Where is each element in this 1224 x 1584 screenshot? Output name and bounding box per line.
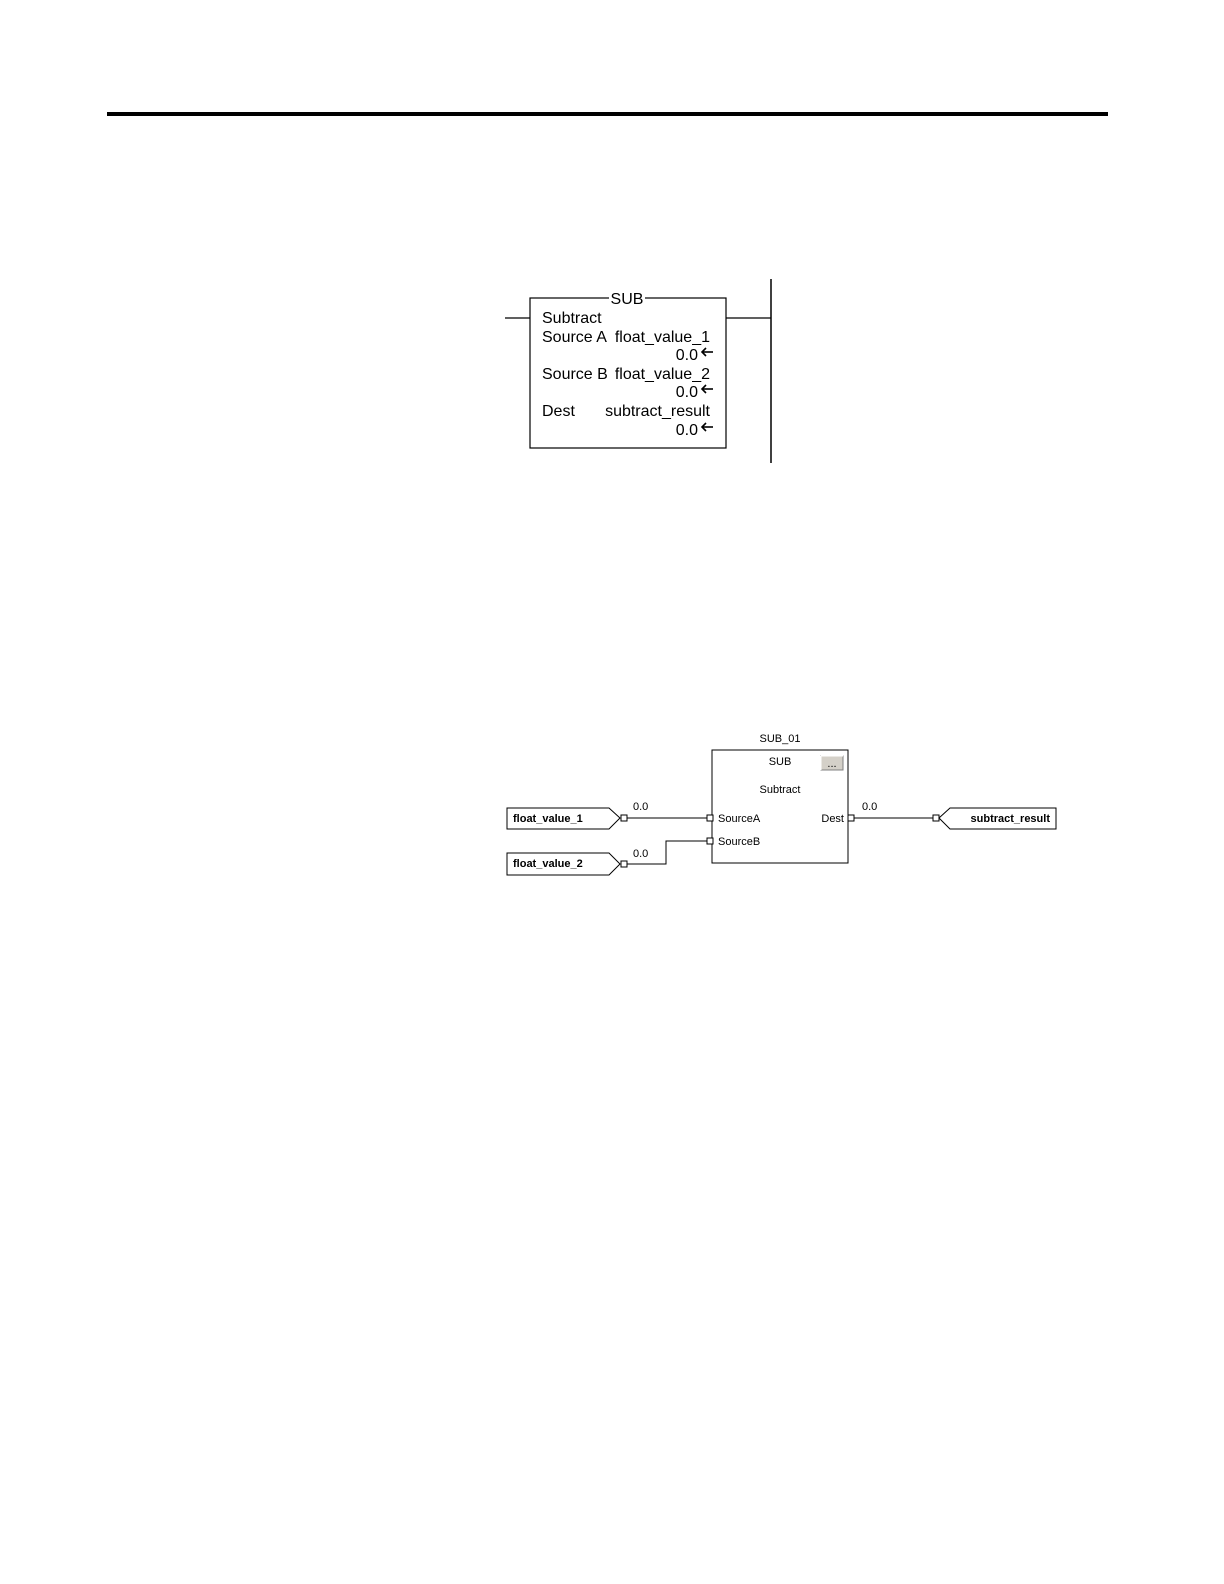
- ladder-source-b-tag[interactable]: float_value_2: [615, 366, 710, 383]
- output-reference-connector[interactable]: [933, 815, 939, 821]
- output-reference[interactable]: subtract_result: [933, 808, 1056, 829]
- ladder-description: Subtract: [542, 310, 602, 327]
- fbd-sub-block[interactable]: SUB ... Subtract SourceA SourceB Dest: [707, 750, 854, 863]
- wire-output-value: 0.0: [862, 801, 877, 813]
- pin-source-b-label: SourceB: [718, 836, 760, 848]
- pin-dest-connector[interactable]: [848, 815, 854, 821]
- input-reference-1[interactable]: float_value_1: [507, 808, 627, 829]
- pin-source-a-connector[interactable]: [707, 815, 713, 821]
- ladder-sub-block[interactable]: SUB Subtract Source A float_value_1 0.0 …: [530, 290, 726, 448]
- fbd-description: Subtract: [760, 784, 801, 796]
- properties-button-label: ...: [827, 758, 836, 770]
- wire-2-value: 0.0: [633, 848, 648, 860]
- ladder-source-b-label: Source B: [542, 366, 608, 383]
- input-reference-2-tag: float_value_2: [513, 858, 583, 870]
- fbd-mnemonic: SUB: [769, 756, 792, 768]
- input-reference-2[interactable]: float_value_2: [507, 853, 627, 875]
- ladder-dest-tag[interactable]: subtract_result: [605, 403, 710, 420]
- ladder-dest-value: 0.0: [676, 422, 698, 439]
- pin-source-b-connector[interactable]: [707, 838, 713, 844]
- input-reference-2-connector[interactable]: [621, 861, 627, 867]
- ladder-source-a-tag[interactable]: float_value_1: [615, 329, 710, 346]
- input-reference-1-connector[interactable]: [621, 815, 627, 821]
- output-reference-tag: subtract_result: [971, 813, 1051, 825]
- fbd-block-name: SUB_01: [760, 733, 801, 745]
- wire-1-value: 0.0: [633, 801, 648, 813]
- ladder-source-a-value: 0.0: [676, 347, 698, 364]
- pin-dest-label: Dest: [821, 813, 844, 825]
- ladder-mnemonic: SUB: [611, 291, 644, 308]
- properties-button[interactable]: ...: [821, 756, 843, 770]
- ladder-source-b-value: 0.0: [676, 384, 698, 401]
- ladder-dest-label: Dest: [542, 403, 575, 420]
- pin-source-a-label: SourceA: [718, 813, 761, 825]
- input-reference-1-tag: float_value_1: [513, 813, 583, 825]
- ladder-source-a-label: Source A: [542, 329, 607, 346]
- fbd-sub-diagram: SUB_01 SUB ... Subtract SourceA SourceB …: [507, 733, 1056, 875]
